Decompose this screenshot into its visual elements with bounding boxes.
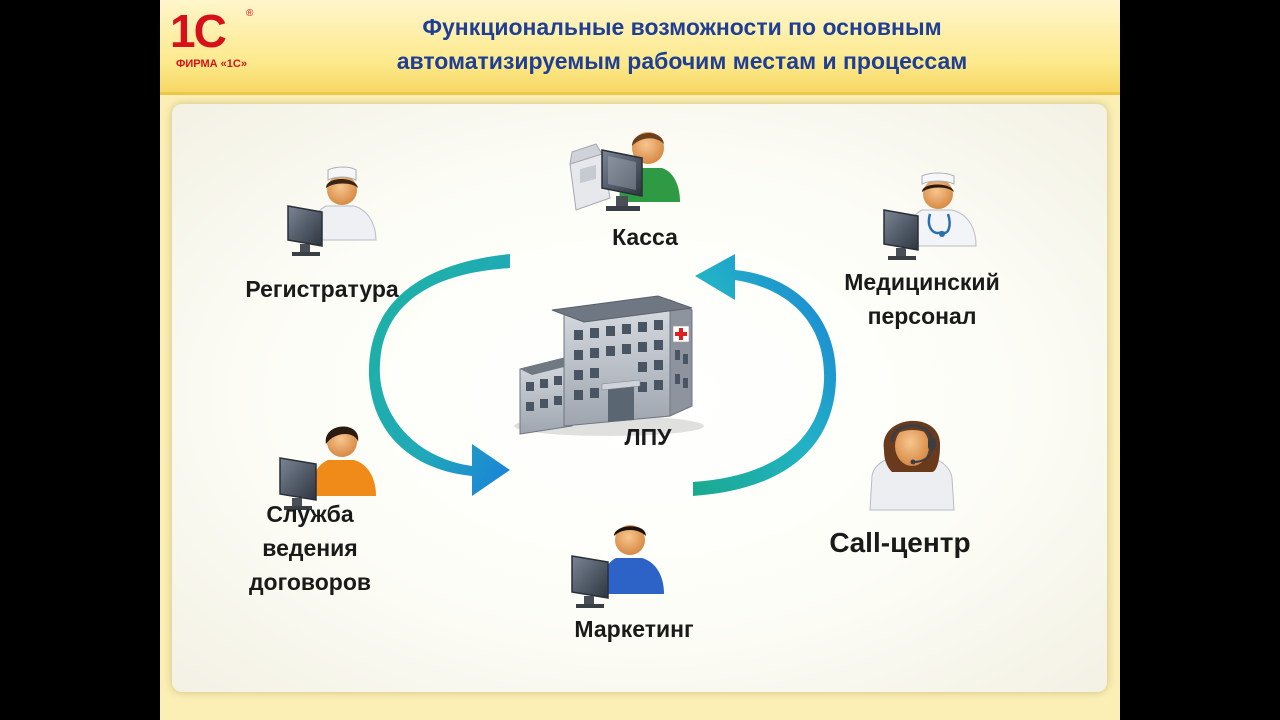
label-contract-service-line3: договоров [248,569,372,595]
receptionist-icon [287,166,377,256]
cashier-workstation-icon [569,132,680,211]
label-medical-staff-line1: Медицинский [844,269,1000,295]
contract-service-operator-icon [279,426,376,510]
page-title: Функциональные возможности по основным а… [292,10,1072,78]
label-medical-staff-line2: персонал [867,303,977,329]
label-contract-service-line1: Служба [266,501,354,527]
title-line-1: Функциональные возможности по основным [422,14,942,40]
header-bar: 1С ® ФИРМА «1С» Функциональные возможнос… [160,0,1120,95]
left-cycle-arrow [368,254,510,496]
logo-text: 1С [170,5,227,57]
label-lpu: ЛПУ [624,424,672,450]
logo-registered-mark: ® [246,8,254,19]
slide: 1С ® ФИРМА «1С» Функциональные возможнос… [160,0,1120,720]
diagram-panel: Касса Регистратура Медицинский персонал … [172,104,1107,692]
label-call-center: Call-центр [829,527,971,558]
workflow-diagram [279,132,977,608]
label-medical-staff: Медицинский персонал [812,265,1032,333]
label-registratura: Регистратура [245,276,399,302]
call-center-operator-icon [869,420,955,511]
hospital-building-icon [514,295,704,436]
label-contract-service-line2: ведения [262,535,358,561]
label-kassa: Касса [612,224,678,250]
label-contract-service: Служба ведения договоров [210,497,410,599]
title-line-2: автоматизируемым рабочим местам и процес… [396,48,968,74]
logo-1c: 1С ® ФИРМА «1С» [168,5,268,74]
doctor-icon [883,172,977,260]
right-cycle-arrow [693,254,837,496]
logo-caption: ФИРМА «1С» [176,58,247,70]
label-marketing: Маркетинг [574,616,694,642]
marketing-operator-icon [571,525,664,608]
